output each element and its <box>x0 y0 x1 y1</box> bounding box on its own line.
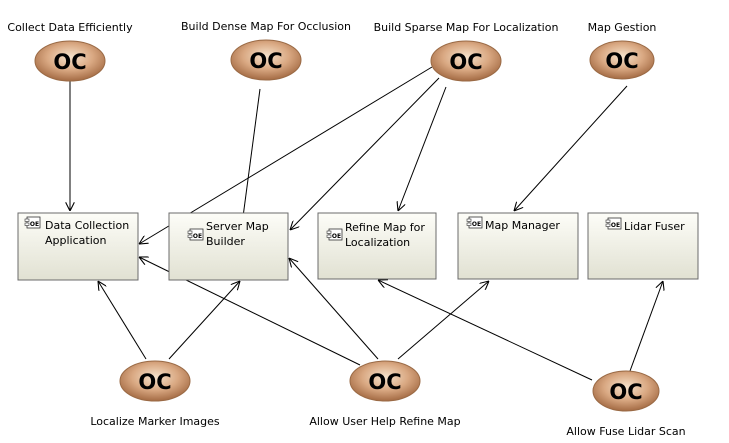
component-label-line: Server Map <box>206 220 269 233</box>
svg-text:OE: OE <box>193 233 202 240</box>
link-arrow-g6-to-c4 <box>397 281 489 360</box>
component-label-line: Lidar Fuser <box>624 220 685 233</box>
component-label-line: Data Collection <box>45 219 129 232</box>
goal-label: Build Dense Map For Occlusion <box>181 20 351 33</box>
oc-badge-text: OC <box>605 49 638 73</box>
svg-text:OE: OE <box>472 221 481 228</box>
goal-label: Build Sparse Map For Localization <box>374 21 559 34</box>
component-refine-map-for-localization[interactable]: OE Refine Map for Localization <box>317 212 437 280</box>
goal-collect-data-efficiently[interactable]: OC Collect Data Efficiently <box>7 21 133 82</box>
goal-allow-fuse-lidar-scan[interactable]: OC Allow Fuse Lidar Scan <box>566 370 686 438</box>
component-label-line: Builder <box>206 235 245 248</box>
component-box <box>17 212 139 281</box>
link-arrow-g4-to-c4 <box>514 85 628 211</box>
oe-component-icon: OE <box>326 228 343 241</box>
oe-component-icon: OE <box>24 216 41 229</box>
link-arrow-g6-to-c2 <box>289 258 379 360</box>
goal-build-dense-map[interactable]: OC Build Dense Map For Occlusion <box>181 20 351 81</box>
oe-component-icon: OE <box>187 228 204 241</box>
svg-text:OE: OE <box>30 221 39 228</box>
component-label-line: Refine Map for <box>345 221 425 234</box>
svg-text:OE: OE <box>332 233 341 240</box>
oc-oval <box>119 360 191 402</box>
oc-oval <box>430 40 502 82</box>
goal-label: Allow User Help Refine Map <box>309 415 460 428</box>
component-label-line: Application <box>45 234 106 247</box>
oc-badge-text: OC <box>449 50 482 74</box>
oc-oval <box>34 40 106 82</box>
goal-label: Localize Marker Images <box>90 415 220 428</box>
link-arrow-g6-to-c3 <box>378 280 593 381</box>
link-arrow-g5-to-c1 <box>98 281 147 360</box>
component-label-line: Map Manager <box>485 219 560 232</box>
oc-badge-text: OC <box>609 380 642 404</box>
oe-component-icon: OE <box>605 217 622 230</box>
goal-build-sparse-map[interactable]: OC Build Sparse Map For Localization <box>374 21 559 82</box>
component-server-map-builder[interactable]: OE Server Map Builder <box>168 212 289 281</box>
links-layer <box>70 66 663 381</box>
svg-text:OE: OE <box>611 222 620 229</box>
component-box <box>168 212 289 281</box>
oc-oval <box>230 39 302 81</box>
oc-oval <box>349 360 421 402</box>
link-arrow-g3-to-c3 <box>398 86 447 211</box>
oc-badge-text: OC <box>53 50 86 74</box>
link-arrow-g3-to-c2 <box>290 77 440 230</box>
oc-oval <box>592 370 660 412</box>
goal-map-gestion[interactable]: OC Map Gestion <box>588 21 657 80</box>
link-arrow-g7-to-c5 <box>629 281 663 372</box>
goal-label: Collect Data Efficiently <box>7 21 133 34</box>
component-lidar-fuser[interactable]: OE Lidar Fuser <box>587 212 699 280</box>
oc-badge-text: OC <box>138 370 171 394</box>
component-box <box>317 212 437 280</box>
component-label-line: Localization <box>345 236 410 249</box>
oe-component-icon: OE <box>466 216 483 229</box>
component-data-collection-application[interactable]: OE Data Collection Application <box>17 212 139 281</box>
oc-badge-text: OC <box>368 370 401 394</box>
goal-label: Map Gestion <box>588 21 657 34</box>
link-arrow-g5-to-c2 <box>168 281 240 360</box>
goal-label: Allow Fuse Lidar Scan <box>566 425 685 438</box>
component-map-manager[interactable]: OE Map Manager <box>457 212 579 280</box>
link-arrow-g2-to-c2 <box>241 88 261 232</box>
oc-oval <box>589 40 655 80</box>
goal-localize-marker-images[interactable]: OC Localize Marker Images <box>90 360 220 428</box>
goal-allow-user-help-refine-map[interactable]: OC Allow User Help Refine Map <box>309 360 461 428</box>
oc-badge-text: OC <box>249 49 282 73</box>
